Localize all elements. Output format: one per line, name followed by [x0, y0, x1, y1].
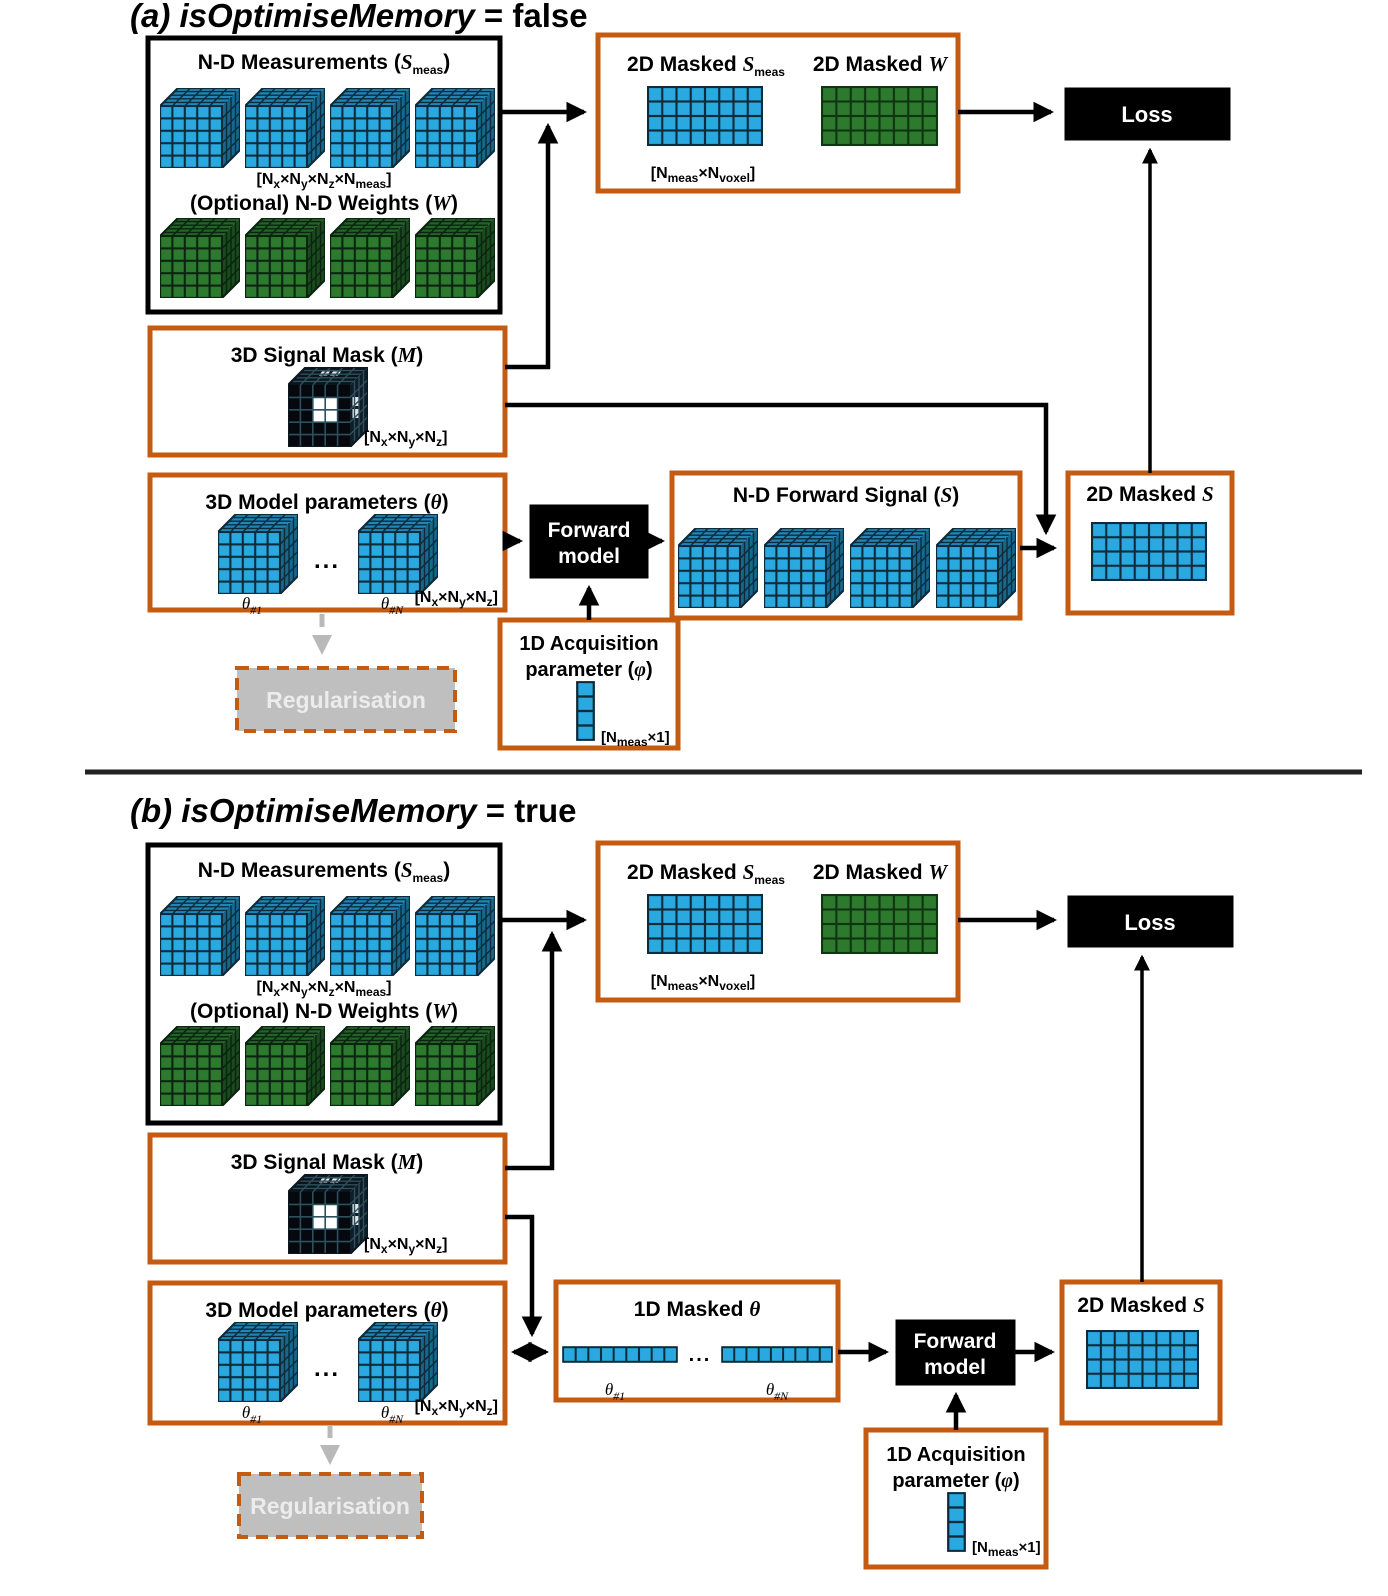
regularisation-box-b	[237, 1472, 424, 1539]
masked-w-title-b: 2D Masked W	[813, 860, 949, 884]
dims-3d-label-mask-b: [Nx×Ny×Nz]	[364, 1236, 447, 1256]
blue-cube-icon	[245, 896, 325, 976]
masked-s-title-b: 2D Masked S	[1077, 1293, 1204, 1317]
masked-theta-title-b: 1D Masked θ	[634, 1297, 761, 1321]
blue-cube-icon	[850, 528, 930, 608]
arrow-mask-to-masked-s-a	[505, 402, 1057, 536]
blue-cube-icon	[415, 896, 495, 976]
blue-cube-icon	[358, 514, 438, 594]
blue-strip-icon	[721, 1346, 833, 1363]
dims-4d-label-b: [Nx×Ny×Nz×Nmeas]	[256, 979, 391, 999]
forward-model-label2-b: model	[924, 1356, 986, 1379]
arrow-mask-to-junction-b	[505, 930, 563, 1171]
mask-cube-icon	[288, 1174, 368, 1254]
dims-4d-label-a: [Nx×Ny×Nz×Nmeas]	[256, 171, 391, 191]
dims-3d-label-mask-a: [Nx×Ny×Nz]	[364, 429, 447, 449]
theta-last-label-b: θ#N	[381, 1403, 404, 1426]
theta-last-label-a: θ#N	[381, 594, 404, 617]
blue-cube-icon	[245, 88, 325, 168]
green-cube-icon	[415, 1026, 495, 1106]
loss-box-a	[1064, 87, 1231, 141]
masked-theta-box-b	[553, 1279, 841, 1403]
green-cube-icon	[245, 1026, 325, 1106]
theta-first-strip-label-b: θ#1	[605, 1380, 625, 1403]
acquisition-title2-b: parameter (φ)	[892, 1470, 1019, 1492]
model-params-box-b	[147, 1280, 508, 1426]
model-params-title-a: 3D Model parameters (θ)	[205, 490, 448, 514]
forward-model-box-b	[895, 1319, 1016, 1386]
blue-cube-icon	[330, 896, 410, 976]
blue-vector-icon	[947, 1492, 966, 1552]
blue-cube-icon	[936, 528, 1016, 608]
green-cube-icon	[330, 218, 410, 298]
blue-cube-icon	[678, 528, 758, 608]
optional-weights-title-a: (Optional) N-D Weights (W)	[190, 191, 458, 215]
green-cube-icon	[415, 218, 495, 298]
signal-mask-title-a: 3D Signal Mask (M)	[231, 343, 424, 367]
dims-3d-label-params-a: [Nx×Ny×Nz]	[415, 589, 498, 609]
ellipsis-strip-b: ...	[689, 1344, 712, 1366]
panel-a-title: (a) isOptimiseMemory = false	[130, 0, 588, 34]
ellipsis-b: ...	[314, 1355, 340, 1382]
blue-matrix-icon	[1091, 522, 1207, 581]
green-cube-icon	[160, 1026, 240, 1106]
loss-label-a: Loss	[1121, 102, 1172, 127]
blue-cube-icon	[415, 88, 495, 168]
blue-cube-icon	[764, 528, 844, 608]
theta-last-strip-label-b: θ#N	[766, 1380, 789, 1403]
blue-cube-icon	[330, 88, 410, 168]
forward-signal-title-a: N-D Forward Signal (S)	[733, 483, 959, 507]
signal-mask-title-b: 3D Signal Mask (M)	[231, 1150, 424, 1174]
green-cube-icon	[330, 1026, 410, 1106]
mask-cube-icon	[288, 367, 368, 447]
regularisation-label-b: Regularisation	[250, 1493, 410, 1519]
green-matrix-icon	[821, 86, 938, 146]
masked-smeas-title-b: 2D Masked Smeas	[627, 860, 785, 887]
blue-matrix-icon	[647, 86, 763, 146]
arrow-mask-to-junction-a	[505, 122, 559, 370]
masked-w-title-a: 2D Masked W	[813, 52, 949, 76]
panel-b-title: (b) isOptimiseMemory = true	[130, 792, 577, 829]
masked-smeas-title-a: 2D Masked Smeas	[627, 52, 785, 79]
acquisition-title1-a: 1D Acquisition	[519, 633, 658, 655]
loss-box-b	[1067, 895, 1234, 948]
blue-strip-icon	[562, 1346, 678, 1363]
dims-1d-label-b: [Nmeas×1]	[972, 1539, 1041, 1559]
blue-cube-icon	[218, 1322, 298, 1402]
dims-2d-label-a: [Nmeas×Nvoxel]	[651, 165, 756, 185]
forward-model-label1-a: Forward	[548, 519, 631, 542]
masked-s-title-a: 2D Masked S	[1086, 482, 1213, 506]
dims-3d-label-params-b: [Nx×Ny×Nz]	[415, 1398, 498, 1418]
dims-1d-label-a: [Nmeas×1]	[601, 729, 670, 749]
blue-matrix-icon	[647, 894, 763, 954]
blue-vector-icon	[576, 681, 595, 741]
regularisation-label-a: Regularisation	[266, 687, 426, 713]
forward-model-label2-a: model	[558, 545, 620, 568]
loss-label-b: Loss	[1124, 910, 1175, 935]
model-params-title-b: 3D Model parameters (θ)	[205, 1298, 448, 1322]
dims-2d-label-b: [Nmeas×Nvoxel]	[651, 973, 756, 993]
blue-matrix-icon	[1086, 1330, 1199, 1389]
acquisition-title1-b: 1D Acquisition	[886, 1444, 1025, 1466]
forward-model-box-a	[529, 504, 649, 579]
arrow-mask-to-masked-theta-b	[505, 1214, 543, 1338]
blue-cube-icon	[218, 514, 298, 594]
theta-first-label-b: θ#1	[242, 1403, 262, 1426]
blue-cube-icon	[160, 896, 240, 976]
theta-first-label-a: θ#1	[242, 594, 262, 617]
blue-cube-icon	[160, 88, 240, 168]
green-matrix-icon	[821, 894, 938, 954]
blue-cube-icon	[358, 1322, 438, 1402]
green-cube-icon	[160, 218, 240, 298]
acquisition-title2-a: parameter (φ)	[525, 659, 652, 681]
green-cube-icon	[245, 218, 325, 298]
nd-measurements-title-a: N-D Measurements (Smeas)	[198, 50, 450, 77]
regularisation-box-a	[235, 666, 457, 733]
ellipsis-a: ...	[314, 547, 340, 574]
optional-weights-title-b: (Optional) N-D Weights (W)	[190, 999, 458, 1023]
nd-measurements-title-b: N-D Measurements (Smeas)	[198, 858, 450, 885]
forward-model-label1-b: Forward	[914, 1330, 997, 1353]
